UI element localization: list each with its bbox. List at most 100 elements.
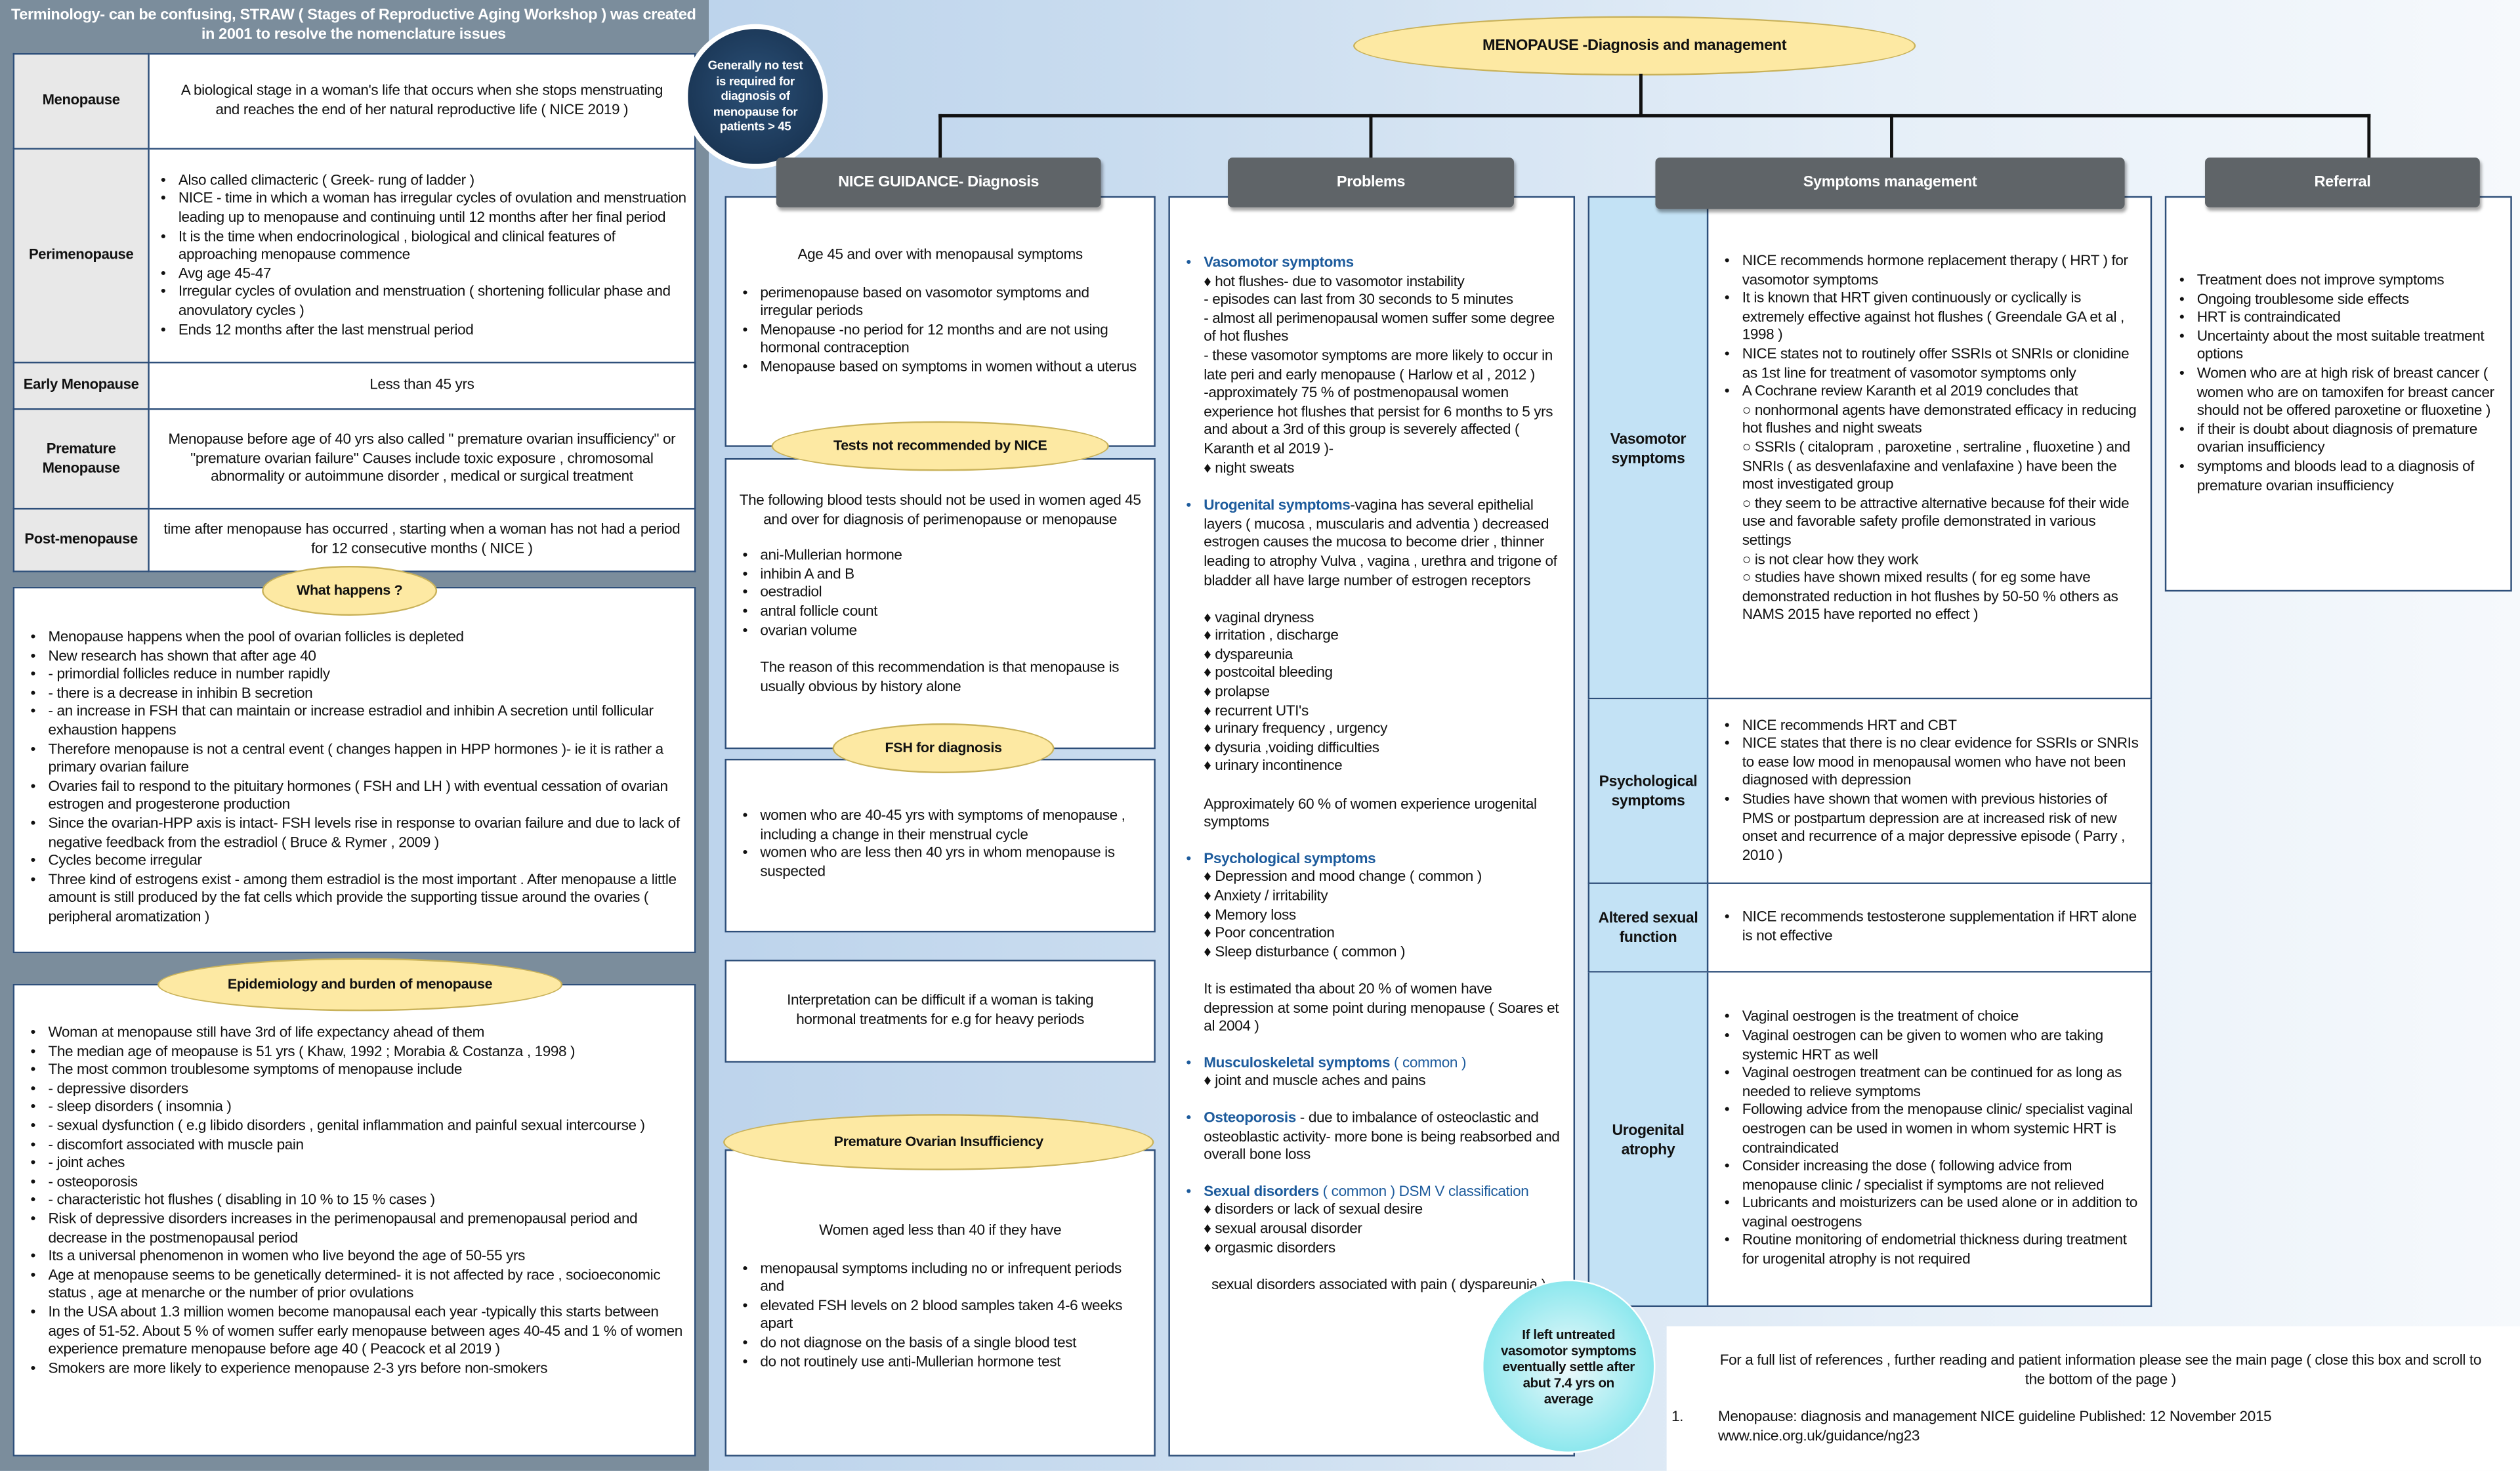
management-row: Altered sexual function NICE recommends t… (1587, 884, 2152, 973)
problem-line: ♦ Poor concentration (1204, 924, 1335, 941)
terminology-title: Terminology- can be confusing, STRAW ( S… (11, 6, 696, 44)
what-happens-item: - primordial follicles reduce in number … (28, 666, 688, 684)
fsh-item: women who are less then 40 yrs in whom m… (740, 844, 1141, 882)
referral-item: HRT is contraindicated (2176, 309, 2501, 328)
section-suffix: ( common ) DSM V classification (1318, 1182, 1529, 1199)
nice-item: Menopause based on symptoms in women wit… (740, 358, 1141, 377)
management-item: ○ is not clear how they work (1742, 550, 1919, 567)
epidemiology-item: The most common troublesome symptoms of … (28, 1061, 688, 1080)
no-test-required-callout: Generally no test is required for diagno… (682, 24, 828, 169)
epidemiology-item: Woman at menopause still have 3rd of lif… (28, 1024, 688, 1042)
problem-line (1204, 962, 1564, 980)
problem-line-list: ♦ joint and muscle aches and pains (1204, 1073, 1564, 1091)
definition-item: Also called climacteric ( Greek- rung of… (158, 172, 690, 190)
problem-line-list: ♦ disorders or lack of sexual desire♦ se… (1204, 1201, 1564, 1294)
epidemiology-item: - discomfort associated with muscle pain (28, 1136, 688, 1154)
connector (1639, 74, 1643, 116)
problem-line: ♦ Sleep disturbance ( common ) (1204, 943, 1406, 960)
problem-line: ♦ Depression and mood change ( common ) (1204, 868, 1482, 885)
problem-line: ♦ postcoital bleeding (1204, 664, 1333, 681)
epidemiology-item: - sexual dysfunction ( e.g libido disord… (28, 1117, 688, 1136)
main-title: MENOPAUSE -Diagnosis and management (1353, 16, 1916, 76)
what-happens-item: New research has shown that after age 40 (28, 647, 688, 666)
referral-item: if their is doubt about diagnosis of pre… (2176, 421, 2501, 458)
test-item: inhibin A and B (740, 566, 1141, 584)
management-row: Urogenital atrophyVaginal oestrogen is t… (1587, 972, 2152, 1308)
term-definition: Also called climacteric ( Greek- rung of… (148, 148, 696, 364)
poi-box: Women aged less than 40 if they have men… (724, 1149, 1156, 1457)
term-label: Premature Menopause (12, 408, 150, 510)
management-item: NICE recommends testosterone supplementa… (1721, 909, 2141, 947)
poi-title: Premature Ovarian Insufficiency (723, 1114, 1154, 1170)
fsh-box: women who are 40-45 yrs with symptoms of… (724, 758, 1156, 933)
problem-line (1204, 777, 1564, 795)
tests-intro: The following blood tests should not be … (739, 492, 1141, 527)
test-item: oestradiol (740, 584, 1141, 603)
management-item: NICE states not to routinely offer SSRIs… (1721, 345, 2141, 383)
problem-line: ♦ dyspareunia (1204, 646, 1293, 662)
referral-item: Uncertainty about the most suitable trea… (2176, 328, 2501, 365)
section-text: -vagina has several epithelial layers ( … (1204, 497, 1557, 588)
problem-section: Osteoporosis - due to imbalance of osteo… (1183, 1109, 1563, 1165)
poi-item-list: menopausal symptoms including no or infr… (740, 1260, 1141, 1371)
management-item: A Cochrane review Karanth et al 2019 con… (1721, 383, 2141, 401)
section-heading: Urogenital symptoms (1204, 497, 1351, 513)
problem-line: ♦ urinary frequency , urgency (1204, 720, 1388, 737)
test-item: antral follicle count (740, 603, 1141, 621)
definition-item-list: Also called climacteric ( Greek- rung of… (154, 172, 690, 340)
referral-item: Ongoing troublesome side effects (2176, 290, 2501, 309)
problem-line: It is estimated tha about 20 % of women … (1204, 980, 1559, 1034)
epidemiology-item: Risk of depressive disorders increases i… (28, 1210, 688, 1248)
problem-line-list: ♦ vaginal dryness♦ irritation , discharg… (1204, 590, 1564, 832)
management-item: NICE recommends hormone replacement ther… (1721, 252, 2141, 289)
epidemiology-item: - joint aches (28, 1155, 688, 1173)
management-item: Studies have shown that women with previ… (1721, 791, 2141, 866)
symptoms-management-header: Symptoms management (1655, 158, 2125, 209)
referral-header: Referral (2205, 158, 2480, 207)
management-item: Following advice from the menopause clin… (1721, 1101, 2141, 1157)
poi-item: elevated FSH levels on 2 blood samples t… (740, 1297, 1141, 1334)
problem-section: Musculoskeletal symptoms ( common )♦ joi… (1183, 1054, 1563, 1092)
problem-line: ♦ Memory loss (1204, 906, 1296, 922)
definition-item: Irregular cycles of ovulation and menstr… (158, 284, 690, 321)
what-happens-item: Three kind of estrogens exist - among th… (28, 871, 688, 927)
problem-line: - almost all perimenopausal women suffer… (1204, 310, 1555, 345)
management-item: It is known that HRT given continuously … (1721, 289, 2141, 345)
epidemiology-title: Epidemiology and burden of menopause (158, 958, 563, 1012)
problem-line: Approximately 60 % of women experience u… (1204, 795, 1537, 830)
interpretation-note: Interpretation can be difficult if a wom… (724, 960, 1156, 1063)
what-happens-box: Menopause happens when the pool of ovari… (12, 586, 696, 954)
epidemiology-item: The median age of meopause is 51 yrs ( K… (28, 1042, 688, 1061)
management-label: Altered sexual function (1589, 884, 1709, 971)
epidemiology-item: - sleep disorders ( insomnia ) (28, 1099, 688, 1117)
problem-line-list: ♦ Depression and mood change ( common ) ♦… (1204, 868, 1564, 1036)
management-item: ○ studies have shown mixed results ( for… (1742, 569, 2118, 623)
term-label: Perimenopause (12, 148, 150, 364)
section-heading: Sexual disorders (1204, 1182, 1319, 1199)
problem-line: ♦ dysuria ,voiding difficulties (1204, 739, 1379, 756)
management-item: Lubricants and moisturizers can be used … (1721, 1195, 2141, 1232)
what-happens-item: Since the ovarian-HPP axis is intact- FS… (28, 815, 688, 852)
reference-number: 1. (1671, 1408, 1684, 1424)
management-item-list: Vaginal oestrogen is the treatment of ch… (1721, 1008, 2141, 1269)
nice-diagnosis-box: Age 45 and over with menopausal symptoms… (724, 196, 1156, 447)
section-suffix: ( common ) (1390, 1054, 1467, 1071)
epidemiology-item: - characteristic hot flushes ( disabling… (28, 1192, 688, 1210)
term-row: Perimenopause Also called climacteric ( G… (12, 148, 696, 364)
term-definition: A biological stage in a woman's life tha… (148, 53, 696, 150)
references-note: For a full list of references , further … (1719, 1352, 2482, 1387)
management-item: NICE states that there is no clear evide… (1721, 735, 2141, 791)
term-label: Early Menopause (12, 362, 150, 410)
reference-url[interactable]: www.nice.org.uk/guidance/ng23 (1717, 1426, 1920, 1443)
fsh-title: FSH for diagnosis (832, 723, 1055, 773)
term-label: Menopause (12, 53, 150, 150)
references-box: For a full list of references , further … (1666, 1326, 2520, 1471)
term-definition: Less than 45 yrs (148, 362, 696, 410)
fsh-item: women who are 40-45 yrs with symptoms of… (740, 807, 1141, 844)
epidemiology-item: - depressive disorders (28, 1080, 688, 1098)
management-item: ○ SSRIs ( citalopram , paroxetine , sert… (1742, 438, 2131, 492)
referral-item-list: Treatment does not improve symptomsOngoi… (2176, 272, 2501, 496)
what-happens-item: - an increase in FSH that can maintain o… (28, 703, 688, 740)
